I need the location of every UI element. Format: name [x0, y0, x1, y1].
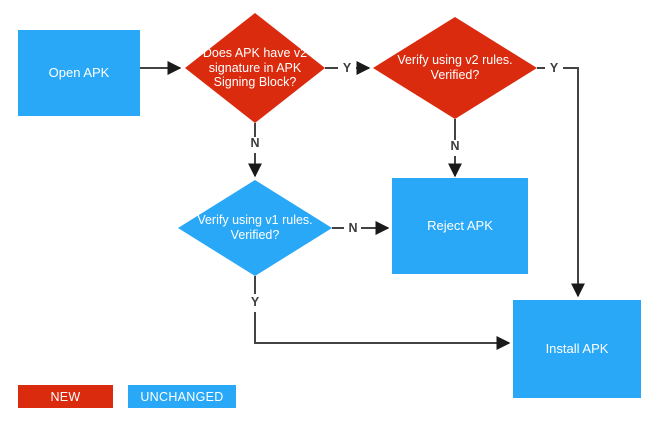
legend-new-label: NEW: [50, 389, 81, 404]
node-verify-v2-shape[interactable]: [373, 17, 537, 119]
node-has-v2-signature-shape[interactable]: [185, 13, 325, 123]
node-verify-v1-shape[interactable]: [178, 180, 332, 276]
legend-unchanged-swatch: [128, 385, 236, 408]
node-reject-apk-shape[interactable]: [392, 178, 528, 274]
connector-verifyv1-yes-seg2: [254, 312, 511, 350]
legend-unchanged-label: UNCHANGED: [140, 389, 224, 404]
node-install-apk-shape[interactable]: [513, 300, 641, 398]
connector-verifyv2-yes-seg2: [563, 67, 585, 298]
legend-new-swatch: [18, 385, 113, 408]
node-open-apk-shape[interactable]: [18, 30, 140, 116]
